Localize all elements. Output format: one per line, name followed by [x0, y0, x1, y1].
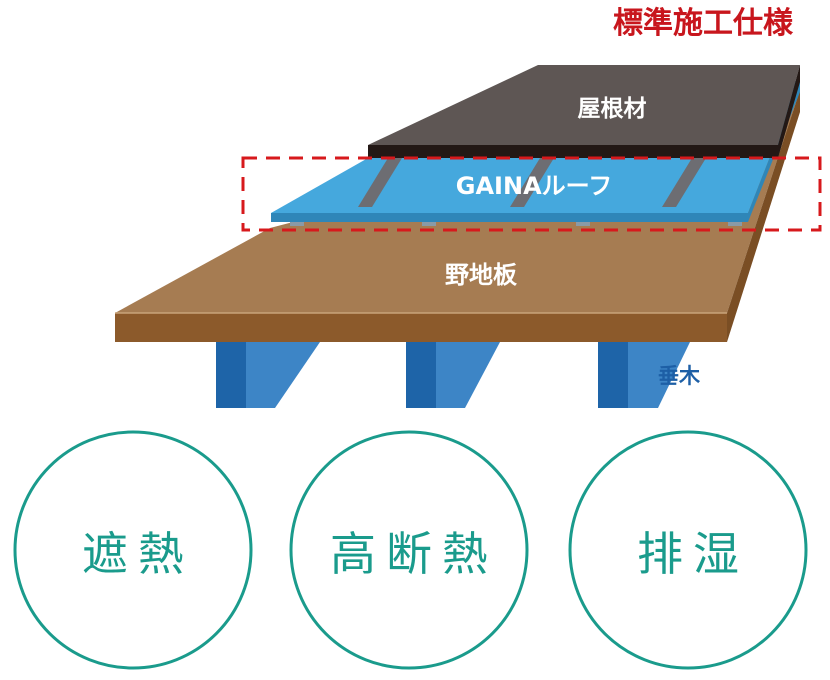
- roofing-material: [368, 65, 800, 158]
- gaina-label: GAINAルーフ: [456, 172, 612, 200]
- roofing-front-edge: [368, 145, 778, 158]
- batten: [358, 158, 402, 207]
- feature-circle-moisture-release: [568, 430, 808, 670]
- sheathing-label: 野地板: [445, 261, 518, 289]
- rafter-side: [628, 342, 690, 408]
- feature-circle-heat-shield: [13, 430, 253, 670]
- batten: [510, 158, 554, 207]
- rafter-front: [216, 342, 246, 408]
- rafter-side: [246, 342, 320, 408]
- feature-circle-high-insulation: [289, 430, 529, 670]
- roofing-label: 屋根材: [578, 96, 647, 122]
- sheathing-front-edge: [115, 313, 727, 342]
- rafter-label: 垂木: [658, 364, 701, 388]
- gaina-highlight-box: [241, 156, 822, 232]
- rafter-front: [406, 342, 436, 408]
- roofing-top: [368, 65, 800, 145]
- sheathing-right-edge: [727, 90, 800, 342]
- feature-label-heat-shield: 遮熱: [82, 527, 194, 581]
- rafter-side: [436, 342, 500, 408]
- feature-circles: [13, 430, 808, 670]
- batten: [662, 158, 706, 207]
- rafter-front: [598, 342, 628, 408]
- rafters: [216, 342, 690, 408]
- feature-label-moisture-release: 排湿: [637, 527, 749, 581]
- feature-label-high-insulation: 高断熱: [330, 527, 498, 581]
- diagram-title: 標準施工仕様: [613, 6, 794, 41]
